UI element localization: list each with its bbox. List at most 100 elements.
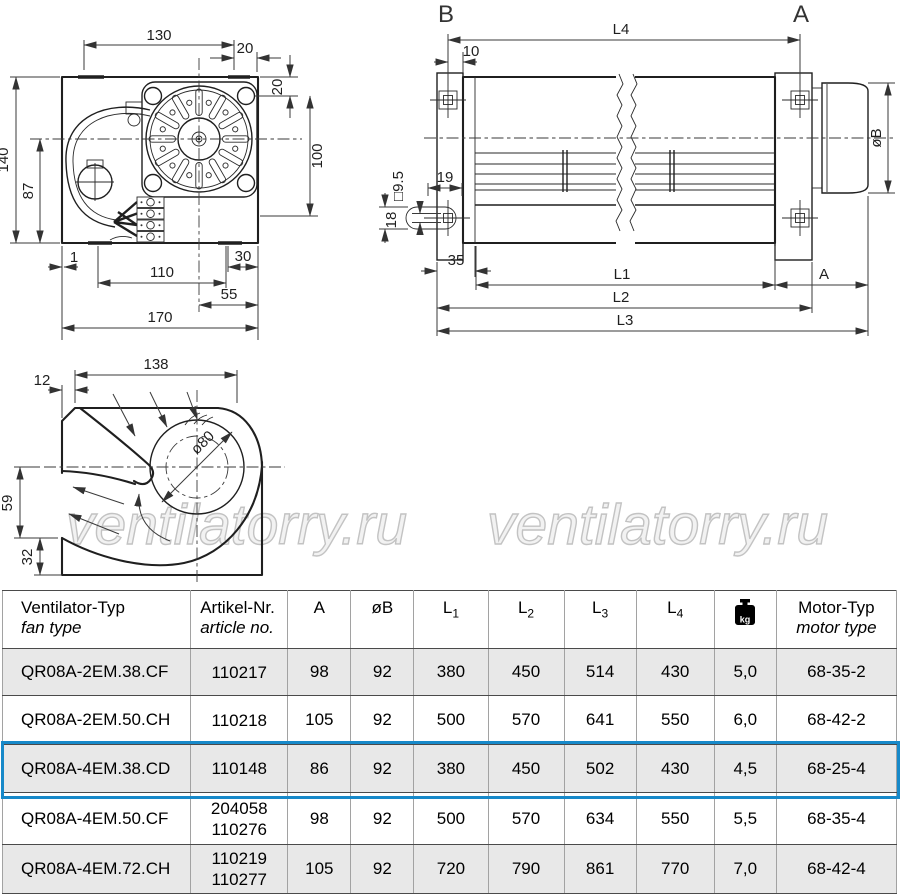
weight-kg-icon: kg (735, 599, 756, 625)
technical-drawing: 130 20 20 100 140 87 1 110 30 55 170 (0, 1, 895, 585)
cell-fan-type: QR08A-4EM.38.CD (1, 744, 192, 793)
header-ob: øB (350, 590, 415, 649)
dim-l4: L4 (613, 21, 630, 38)
header-l4: L4 (635, 590, 715, 649)
dim-a: A (819, 266, 829, 283)
dim-10: 10 (463, 43, 480, 60)
dim-o80: ø80 (188, 428, 218, 458)
mounting-holes (405, 82, 818, 236)
front-view-drawing: 130 20 20 100 140 87 1 110 30 55 170 (0, 27, 326, 340)
section-label-a: A (793, 1, 809, 28)
capacitor (76, 159, 114, 201)
cell-ob: 92 (350, 648, 415, 696)
cell-article-no: 110148 (190, 744, 289, 793)
dim-l2: L2 (613, 289, 630, 306)
dim-110: 110 (150, 264, 174, 281)
dim-19: 19 (437, 169, 454, 186)
cell-a: 105 (287, 844, 352, 894)
dim-1: 1 (70, 249, 78, 266)
table-row[interactable]: QR08A-2EM.38.CF 110217 98 92 380 450 514… (1, 648, 898, 696)
watermark: ventilatorry.ru (65, 493, 408, 557)
dim-l1: L1 (614, 266, 631, 283)
cell-fan-type: QR08A-4EM.72.CH (1, 844, 192, 894)
section-label-b: B (438, 1, 454, 28)
volute-tongue (78, 406, 155, 486)
cell-ob: 92 (350, 744, 415, 793)
cell-l1: 380 (413, 744, 489, 793)
cell-motor: 68-35-4 (775, 792, 898, 845)
header-article-no: Artikel-Nr. article no. (190, 590, 289, 649)
cell-article-no: 110217 (190, 648, 289, 696)
cell-kg: 7,0 (713, 844, 777, 894)
cell-a: 98 (287, 648, 352, 696)
header-l1: L1 (413, 590, 489, 649)
cell-l3: 861 (563, 844, 637, 894)
dim-20-right: 20 (269, 79, 286, 96)
motor-body (821, 82, 869, 194)
cell-ob: 92 (350, 844, 415, 894)
dim-170: 170 (147, 309, 172, 326)
cell-l3: 502 (563, 744, 637, 793)
dim-9-5: □9.5 (390, 171, 407, 201)
cell-fan-type: QR08A-4EM.50.CF (1, 792, 192, 845)
dim-138: 138 (143, 356, 168, 373)
cell-kg: 4,5 (713, 744, 777, 793)
watermark: ventilatorry.ru (486, 493, 829, 557)
cell-l3: 514 (563, 648, 637, 696)
cell-l2: 570 (487, 695, 565, 745)
cell-l1: 500 (413, 695, 489, 745)
header-fan-type: Ventilator-Typ fan type (1, 590, 192, 649)
cell-l1: 380 (413, 648, 489, 696)
cell-l2: 450 (487, 744, 565, 793)
cell-l4: 770 (635, 844, 715, 894)
cell-ob: 92 (350, 695, 415, 745)
cell-motor: 68-42-4 (775, 844, 898, 894)
dim-32: 32 (19, 549, 36, 566)
dim-20-top: 20 (237, 40, 254, 57)
cell-fan-type: QR08A-2EM.38.CF (1, 648, 192, 696)
header-l3: L3 (563, 590, 637, 649)
dim-18: 18 (383, 212, 400, 229)
cell-l3: 634 (563, 792, 637, 845)
cell-l2: 450 (487, 648, 565, 696)
dim-140: 140 (0, 147, 12, 172)
cell-l4: 550 (635, 695, 715, 745)
header-l2: L2 (487, 590, 565, 649)
cable (65, 106, 152, 243)
dim-l3: L3 (617, 312, 634, 329)
dim-100: 100 (309, 143, 326, 168)
cell-l4: 550 (635, 792, 715, 845)
header-a: A (287, 590, 352, 649)
dim-59: 59 (0, 495, 16, 512)
cell-kg: 5,0 (713, 648, 777, 696)
table-header-row: Ventilator-Typ fan type Artikel-Nr. arti… (1, 590, 898, 649)
cell-article-no: 110218 (190, 695, 289, 745)
cell-ob: 92 (350, 792, 415, 845)
header-weight: kg (713, 590, 777, 649)
dim-130: 130 (146, 27, 171, 44)
dim-55: 55 (221, 286, 238, 303)
centerlines (30, 58, 302, 312)
dim-87: 87 (20, 183, 37, 200)
dim-35: 35 (448, 252, 465, 269)
cell-kg: 6,0 (713, 695, 777, 745)
cell-l3: 641 (563, 695, 637, 745)
table-row-highlighted[interactable]: QR08A-4EM.38.CD 110148 86 92 380 450 502… (1, 744, 898, 793)
cell-l2: 790 (487, 844, 565, 894)
svg-text:kg: kg (740, 615, 751, 625)
cell-kg: 5,5 (713, 792, 777, 845)
cell-a: 86 (287, 744, 352, 793)
terminal-blocks (136, 196, 165, 243)
scroll-view-drawing: ø80 138 12 59 32 (0, 356, 285, 585)
fan-spec-table: Ventilator-Typ fan type Artikel-Nr. arti… (1, 590, 898, 894)
dim-12: 12 (34, 372, 51, 389)
table-row[interactable]: QR08A-2EM.50.CH 110218 105 92 500 570 64… (1, 695, 898, 745)
cell-motor: 68-35-2 (775, 648, 898, 696)
cell-motor: 68-42-2 (775, 695, 898, 745)
airflow-arrows (68, 391, 198, 542)
header-motor-type: Motor-Typ motor type (775, 590, 898, 649)
cell-motor: 68-25-4 (775, 744, 898, 793)
